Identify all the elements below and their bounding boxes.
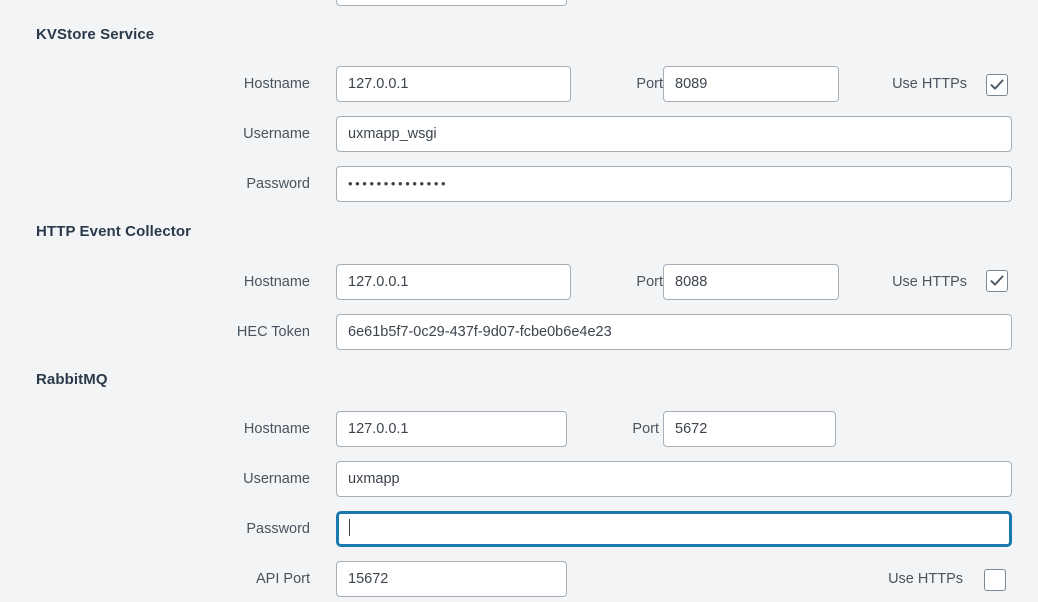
label-kvstore-use-https: Use HTTPs xyxy=(892,76,967,92)
label-kvstore-password: Password xyxy=(246,176,310,192)
input-hec-hostname[interactable]: 127.0.0.1 xyxy=(336,264,571,300)
label-kvstore-port: Port xyxy=(636,76,663,92)
text-caret xyxy=(349,519,350,536)
section-header-kvstore: KVStore Service xyxy=(36,26,155,43)
label-kvstore-hostname: Hostname xyxy=(243,76,310,92)
input-kvstore-password[interactable]: •••••••••••••• xyxy=(336,166,1012,202)
row-kvstore-username: Username uxmapp_wsgi xyxy=(0,116,1038,152)
section-header-hec: HTTP Event Collector xyxy=(36,223,192,240)
checkbox-rabbitmq-use-https[interactable] xyxy=(984,569,1006,591)
input-hec-port[interactable]: 8088 xyxy=(663,264,839,300)
checkmark-icon xyxy=(990,275,1004,286)
label-rabbitmq-use-https: Use HTTPs xyxy=(888,571,963,587)
label-hec-token: HEC Token xyxy=(236,324,310,340)
input-rabbitmq-username[interactable]: uxmapp xyxy=(336,461,1012,497)
row-hec-hostname: Hostname 127.0.0.1 Port 8088 Use HTTPs xyxy=(0,264,1038,300)
row-rabbitmq-hostname: Hostname 127.0.0.1 Port 5672 xyxy=(0,411,1038,447)
input-kvstore-hostname[interactable]: 127.0.0.1 xyxy=(336,66,571,102)
row-rabbitmq-username: Username uxmapp xyxy=(0,461,1038,497)
row-hec-token: HEC Token 6e61b5f7-0c29-437f-9d07-fcbe0b… xyxy=(0,314,1038,350)
label-kvstore-username: Username xyxy=(243,126,310,142)
row-rabbitmq-api-port: API Port 15672 Use HTTPs xyxy=(0,561,1038,597)
input-kvstore-username[interactable]: uxmapp_wsgi xyxy=(336,116,1012,152)
input-rabbitmq-api-port[interactable]: 15672 xyxy=(336,561,567,597)
label-hec-use-https: Use HTTPs xyxy=(892,274,967,290)
checkmark-icon xyxy=(990,79,1004,90)
label-hec-hostname: Hostname xyxy=(243,274,310,290)
scrolled-off-input[interactable] xyxy=(336,0,567,6)
input-rabbitmq-port[interactable]: 5672 xyxy=(663,411,836,447)
label-rabbitmq-username: Username xyxy=(243,471,310,487)
input-rabbitmq-hostname[interactable]: 127.0.0.1 xyxy=(336,411,567,447)
label-rabbitmq-hostname: Hostname xyxy=(243,421,310,437)
input-kvstore-port[interactable]: 8089 xyxy=(663,66,839,102)
label-hec-port: Port xyxy=(636,274,663,290)
input-rabbitmq-password[interactable] xyxy=(336,511,1012,547)
section-header-rabbitmq: RabbitMQ xyxy=(36,371,108,388)
label-rabbitmq-port: Port xyxy=(632,421,659,437)
checkbox-kvstore-use-https[interactable] xyxy=(986,74,1008,96)
label-rabbitmq-api-port: API Port xyxy=(256,571,310,587)
row-kvstore-hostname: Hostname 127.0.0.1 Port 8089 Use HTTPs xyxy=(0,66,1038,102)
input-hec-token[interactable]: 6e61b5f7-0c29-437f-9d07-fcbe0b6e4e23 xyxy=(336,314,1012,350)
label-rabbitmq-password: Password xyxy=(246,521,310,537)
row-rabbitmq-password: Password xyxy=(0,511,1038,547)
row-kvstore-password: Password •••••••••••••• xyxy=(0,166,1038,202)
checkbox-hec-use-https[interactable] xyxy=(986,270,1008,292)
